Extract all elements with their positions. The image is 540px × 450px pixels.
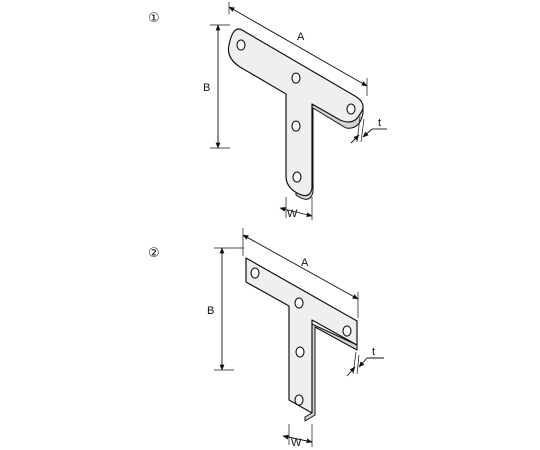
variant-1-hole	[346, 103, 356, 115]
variant-1-hole	[291, 120, 301, 132]
variant-1-label-t: t	[378, 117, 381, 129]
variant-1-label-b: B	[203, 82, 210, 94]
variant-2-dimension-a: A	[242, 228, 359, 318]
variant-1-label-w: W	[287, 208, 298, 220]
variant-1-number: ①	[148, 11, 160, 26]
variant-1-hole	[236, 39, 246, 51]
variant-2-label-b: B	[207, 305, 214, 317]
variant-2-dimension-b: B	[207, 247, 244, 371]
variant-1-rounded-bracket: ① A B	[148, 2, 387, 220]
variant-1-dimension-b: B	[203, 24, 230, 149]
variant-1-plate	[227, 28, 364, 197]
variant-1-hole	[291, 72, 301, 84]
variant-2-label-a: A	[301, 257, 309, 269]
variant-1-dimension-a: A	[228, 2, 368, 96]
variant-2-plate	[245, 257, 358, 414]
variant-2-hole	[294, 394, 304, 406]
variant-2-hole	[295, 346, 305, 358]
variant-2-hole	[342, 325, 352, 337]
variant-2-dimension-t: t	[346, 346, 384, 377]
variant-1-hole	[292, 171, 302, 183]
variant-2-label-t: t	[372, 346, 375, 358]
variant-2-hole	[250, 267, 260, 279]
variant-1-dimension-w: W	[279, 197, 313, 220]
variant-1-dimension-t: t	[350, 116, 387, 144]
variant-2-label-w: W	[291, 437, 302, 449]
variant-1-label-a: A	[297, 31, 305, 43]
variant-2-square-bracket: ② A B	[148, 228, 384, 449]
variant-2-hole	[294, 297, 304, 309]
variant-2-dimension-w: W	[282, 424, 313, 449]
variant-2-number: ②	[148, 246, 160, 261]
